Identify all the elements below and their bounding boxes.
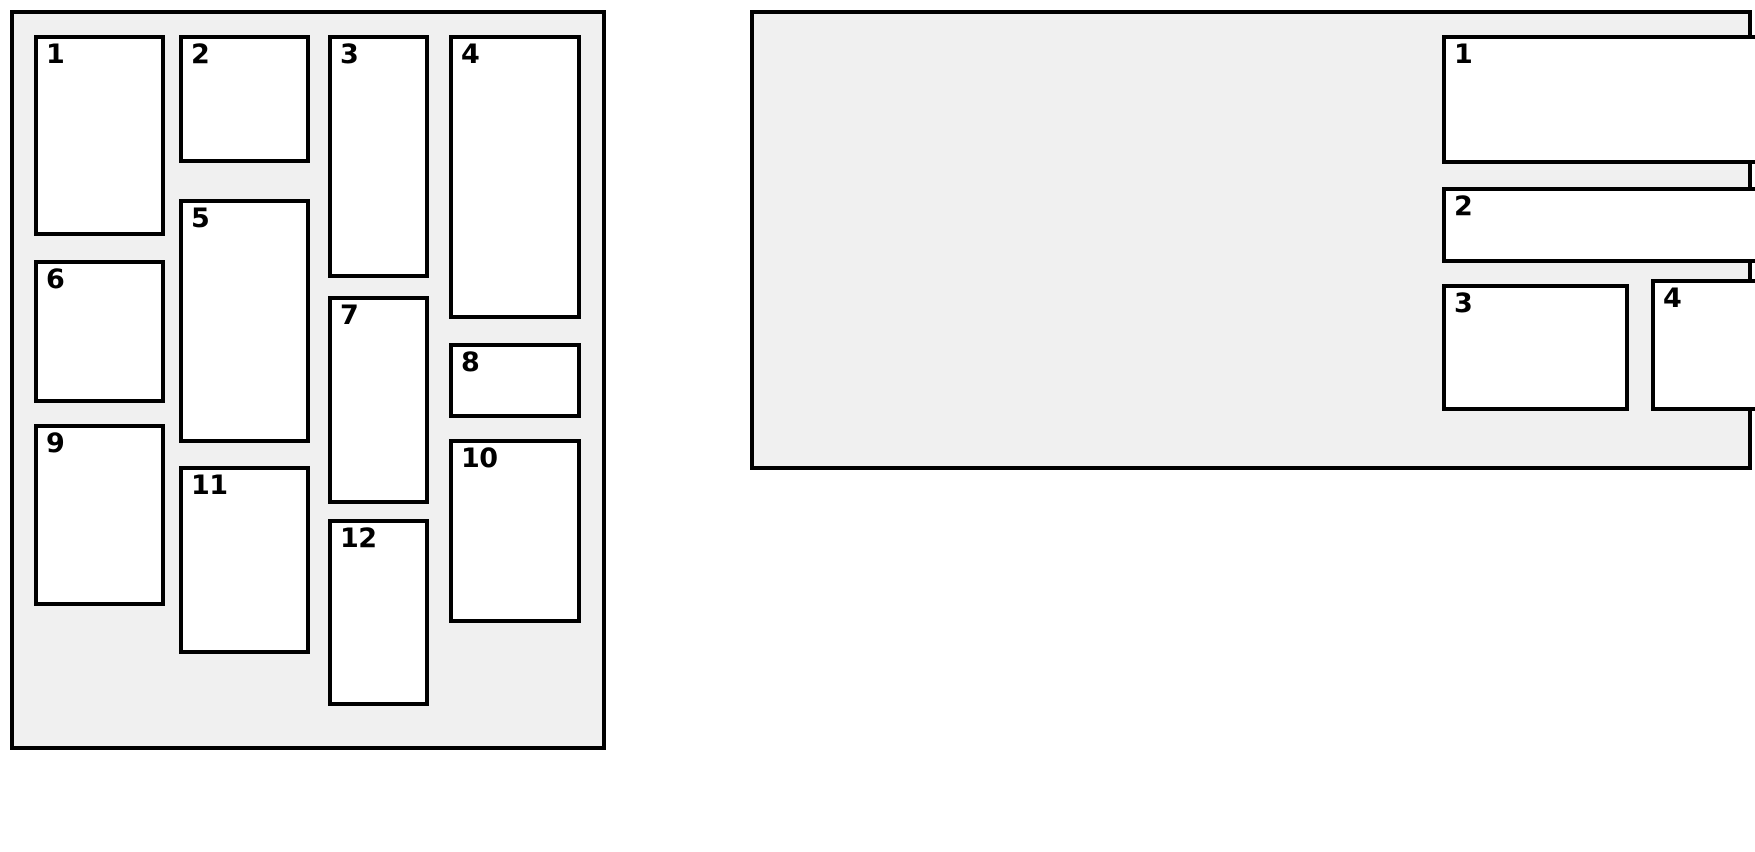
region-order-label: 6	[46, 264, 65, 295]
region-box-2[interactable]: 2	[179, 35, 310, 163]
region-box-8[interactable]: 8	[449, 343, 581, 418]
region-box-2[interactable]: 2	[1442, 187, 1755, 263]
region-order-label: 10	[461, 443, 498, 474]
region-order-label: 4	[1663, 283, 1682, 314]
region-box-4[interactable]: 4	[449, 35, 581, 319]
region-order-label: 1	[46, 39, 65, 70]
region-box-12[interactable]: 12	[328, 519, 429, 706]
region-box-7[interactable]: 7	[328, 296, 429, 504]
region-box-9[interactable]: 9	[34, 424, 165, 606]
region-box-1[interactable]: 1	[34, 35, 165, 236]
region-box-1[interactable]: 1	[1442, 35, 1755, 164]
region-box-3[interactable]: 3	[328, 35, 429, 278]
region-order-label: 1	[1454, 39, 1473, 70]
region-box-11[interactable]: 11	[179, 466, 310, 654]
region-order-label: 5	[191, 203, 210, 234]
region-order-label: 11	[191, 470, 228, 501]
region-order-label: 2	[1454, 191, 1473, 222]
region-order-label: 2	[191, 39, 210, 70]
region-order-label: 4	[461, 39, 480, 70]
region-box-5[interactable]: 5	[179, 199, 310, 443]
region-order-label: 3	[340, 39, 359, 70]
region-box-4[interactable]: 4	[1651, 279, 1755, 411]
region-order-label: 3	[1454, 288, 1473, 319]
region-order-label: 7	[340, 300, 359, 331]
region-box-10[interactable]: 10	[449, 439, 581, 623]
right-page-panel[interactable]: 167259348	[750, 10, 1755, 470]
region-order-label: 8	[461, 347, 480, 378]
region-order-label: 12	[340, 523, 377, 554]
region-box-3[interactable]: 3	[1442, 284, 1629, 411]
region-order-label: 9	[46, 428, 65, 459]
region-box-6[interactable]: 6	[34, 260, 165, 403]
